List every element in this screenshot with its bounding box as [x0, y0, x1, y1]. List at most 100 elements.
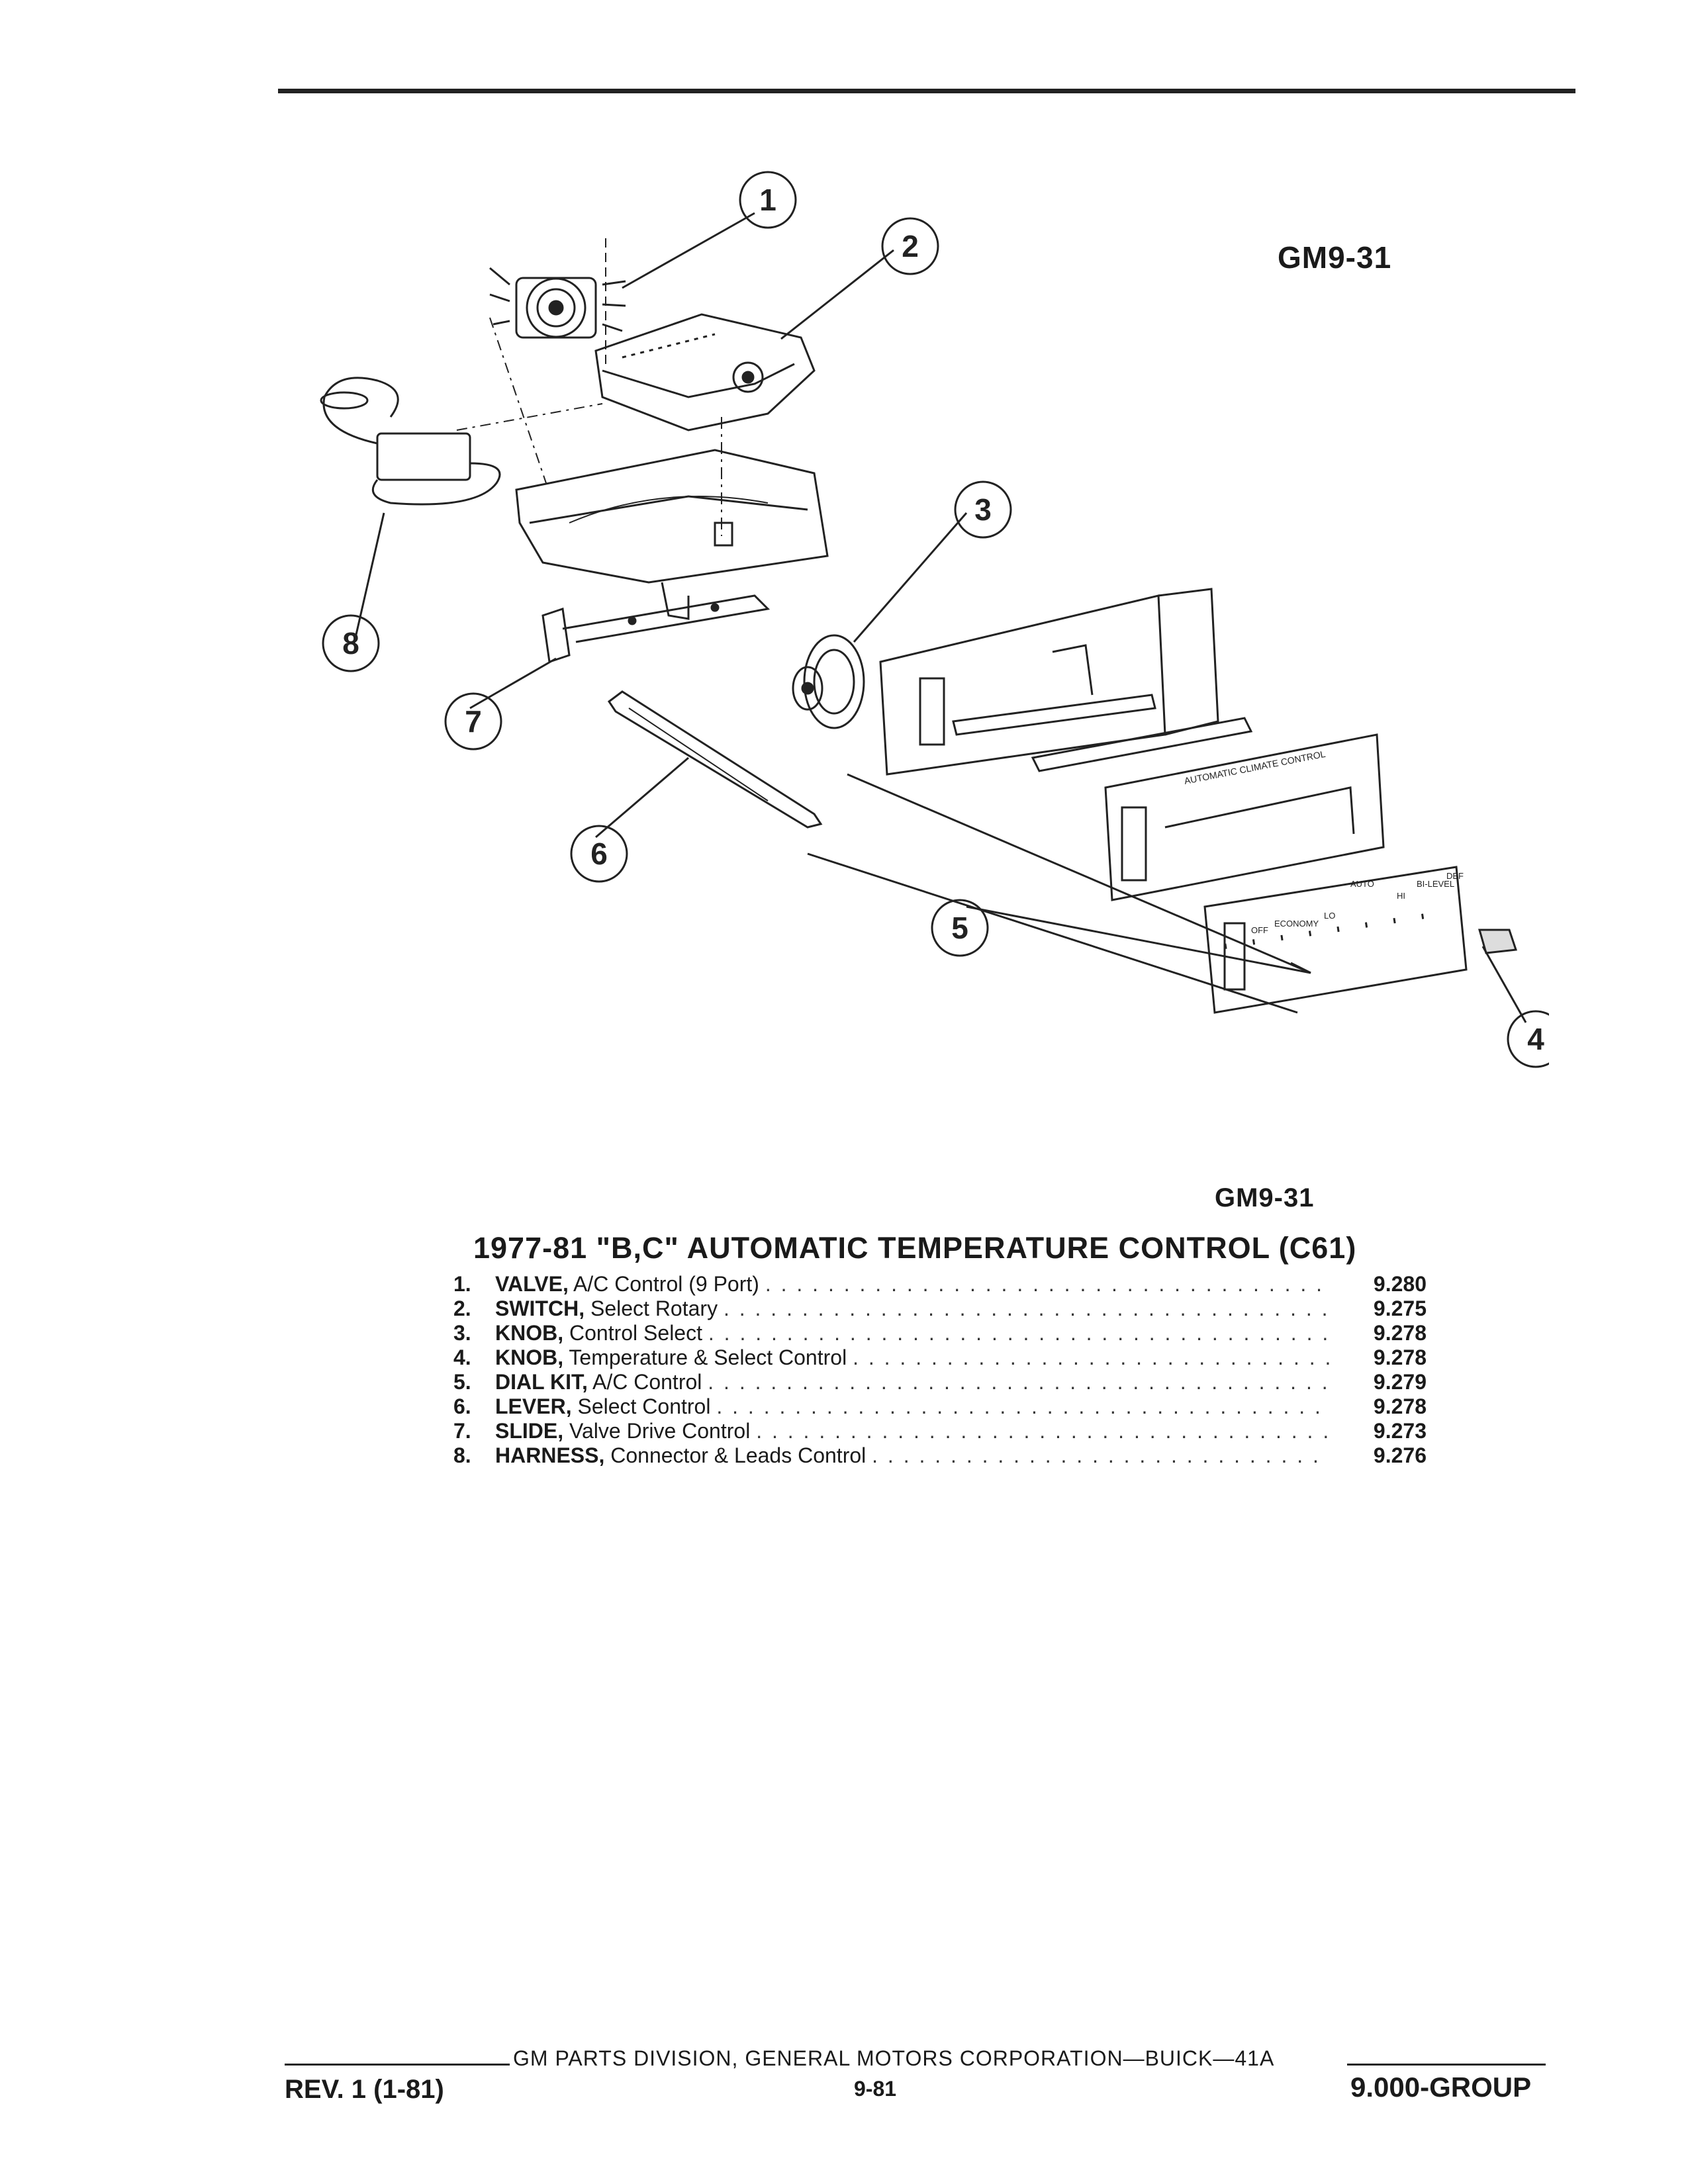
- part-description: VALVE, A/C Control (9 Port) . . . . . . …: [495, 1272, 1329, 1297]
- part-valve-illustration: [489, 238, 626, 364]
- part-number: 5.: [453, 1370, 471, 1394]
- part-detail: Valve Drive Control: [569, 1419, 751, 1443]
- part-number: 2.: [453, 1297, 471, 1320]
- top-rule: [278, 89, 1575, 93]
- figure-code-bottom: GM9-31: [1215, 1183, 1315, 1212]
- leader-dots: . . . . . . . . . . . . . . . . . . . . …: [756, 1419, 1329, 1443]
- leader-dots: . . . . . . . . . . . . . . . . . . . . …: [765, 1272, 1329, 1296]
- callout-7: [444, 692, 502, 751]
- part-number: 6.: [453, 1394, 471, 1418]
- callout-2-label: 2: [902, 229, 919, 263]
- part-number: 1.: [453, 1272, 471, 1296]
- part-number: 8.: [453, 1443, 471, 1467]
- callout-8: [322, 614, 380, 672]
- callout-6-label: 6: [590, 837, 608, 871]
- callout-6: [570, 825, 628, 883]
- part-reference: 9.278: [1373, 1321, 1427, 1345]
- face-label-def: DEF: [1446, 871, 1464, 881]
- part-name: DIAL KIT,: [495, 1370, 588, 1394]
- part-reference: 9.278: [1373, 1345, 1427, 1369]
- part-detail: A/C Control (9 Port): [573, 1272, 759, 1296]
- footer-rule-right: [1347, 2064, 1546, 2066]
- face-label-lo: LO: [1324, 911, 1335, 921]
- callout-4-label: 4: [1527, 1022, 1544, 1056]
- part-number: 7.: [453, 1419, 471, 1443]
- caption-title: 1977-81 "B,C" AUTOMATIC TEMPERATURE CONT…: [473, 1231, 1357, 1265]
- part-detail: Control Select: [569, 1321, 702, 1345]
- callout-5-label: 5: [951, 911, 968, 945]
- exploded-parts-diagram: AUTOMATIC CLIMATE CONTROL OFF ECONOMY LO…: [320, 171, 1549, 1068]
- part-name: LEVER,: [495, 1394, 572, 1418]
- trim-strip-illustration: [1031, 717, 1253, 772]
- part-detail: Temperature & Select Control: [569, 1345, 847, 1369]
- face-label-off: OFF: [1251, 925, 1268, 935]
- part-switch-illustration: [594, 313, 816, 536]
- part-knob-illustration: [792, 634, 865, 729]
- callout-1: [739, 171, 797, 229]
- part-detail: Select Control: [577, 1394, 711, 1418]
- callout-2: [881, 217, 939, 275]
- part-description: KNOB, Control Select . . . . . . . . . .…: [495, 1321, 1329, 1345]
- part-reference: 9.278: [1373, 1394, 1427, 1418]
- face-label-auto: AUTO: [1350, 879, 1374, 889]
- part-description: KNOB, Temperature & Select Control . . .…: [495, 1345, 1329, 1370]
- part-name: SWITCH,: [495, 1297, 585, 1320]
- part-row: 6. LEVER, Select Control . . . . . . . .…: [453, 1394, 1427, 1419]
- part-row: 8. HARNESS, Connector & Leads Control . …: [453, 1443, 1427, 1468]
- part-name: KNOB,: [495, 1321, 564, 1345]
- part-detail: Connector & Leads Control: [610, 1443, 867, 1467]
- callout-7-label: 7: [465, 704, 482, 739]
- part-reference: 9.280: [1373, 1272, 1427, 1296]
- part-lever-illustration: [607, 690, 823, 829]
- callout-5: [931, 899, 989, 957]
- callout-8-label: 8: [342, 626, 359, 660]
- part-number: 4.: [453, 1345, 471, 1369]
- part-slide-illustration: [541, 594, 771, 663]
- revision-label: REV. 1 (1-81): [285, 2075, 444, 2104]
- part-detail: Select Rotary: [590, 1297, 718, 1320]
- part-reference: 9.273: [1373, 1419, 1427, 1443]
- part-dial-kit-illustration: AUTOMATIC CLIMATE CONTROL OFF ECONOMY LO…: [1104, 733, 1468, 1014]
- part-detail: A/C Control: [592, 1370, 702, 1394]
- part-row: 2. SWITCH, Select Rotary . . . . . . . .…: [453, 1297, 1427, 1321]
- part-description: DIAL KIT, A/C Control . . . . . . . . . …: [495, 1370, 1329, 1394]
- leader-dots: . . . . . . . . . . . . . . . . . . . . …: [872, 1443, 1329, 1467]
- part-row: 3. KNOB, Control Select . . . . . . . . …: [453, 1321, 1427, 1345]
- part-reference: 9.275: [1373, 1297, 1427, 1320]
- callout-1-label: 1: [759, 183, 776, 217]
- callout-3: [954, 480, 1012, 539]
- part-number: 3.: [453, 1321, 471, 1345]
- leader-dots: . . . . . . . . . . . . . . . . . . . . …: [853, 1345, 1329, 1369]
- part-harness-illustration: [320, 377, 501, 506]
- lever-base-illustration: [456, 317, 829, 620]
- leader-lines: [353, 212, 1527, 1023]
- part-reference: 9.279: [1373, 1370, 1427, 1394]
- part-name: SLIDE,: [495, 1419, 564, 1443]
- group-label: 9.000-GROUP: [1350, 2071, 1532, 2103]
- leader-dots: . . . . . . . . . . . . . . . . . . . . …: [723, 1297, 1329, 1320]
- face-label-hi: HI: [1397, 891, 1405, 901]
- part-description: LEVER, Select Control . . . . . . . . . …: [495, 1394, 1329, 1419]
- part-description: SWITCH, Select Rotary . . . . . . . . . …: [495, 1297, 1329, 1321]
- page-number: 9-81: [854, 2077, 897, 2101]
- part-reference: 9.276: [1373, 1443, 1427, 1467]
- part-description: HARNESS, Connector & Leads Control . . .…: [495, 1443, 1329, 1468]
- part-row: 7. SLIDE, Valve Drive Control . . . . . …: [453, 1419, 1427, 1443]
- callouts: 1 2 3 4 5 6 7 8: [322, 171, 1549, 1068]
- face-label-economy: ECONOMY: [1274, 919, 1319, 929]
- part-row: 1. VALVE, A/C Control (9 Port) . . . . .…: [453, 1272, 1427, 1297]
- parts-list: 1. VALVE, A/C Control (9 Port) . . . . .…: [453, 1272, 1427, 1468]
- part-row: 5. DIAL KIT, A/C Control . . . . . . . .…: [453, 1370, 1427, 1394]
- callout-4: [1507, 1010, 1549, 1068]
- leader-dots: . . . . . . . . . . . . . . . . . . . . …: [708, 1370, 1329, 1394]
- figure-code-top: GM9-31: [1278, 240, 1392, 275]
- part-name: VALVE,: [495, 1272, 569, 1296]
- footer-title: GM PARTS DIVISION, GENERAL MOTORS CORPOR…: [513, 2046, 1275, 2070]
- footer-rule-left: [285, 2064, 510, 2066]
- part-name: HARNESS,: [495, 1443, 605, 1467]
- part-name: KNOB,: [495, 1345, 564, 1369]
- leader-dots: . . . . . . . . . . . . . . . . . . . . …: [716, 1394, 1329, 1418]
- part-small-knob-illustration: [1478, 929, 1518, 954]
- part-description: SLIDE, Valve Drive Control . . . . . . .…: [495, 1419, 1329, 1443]
- face-label-bilevel: BI-LEVEL: [1417, 879, 1454, 889]
